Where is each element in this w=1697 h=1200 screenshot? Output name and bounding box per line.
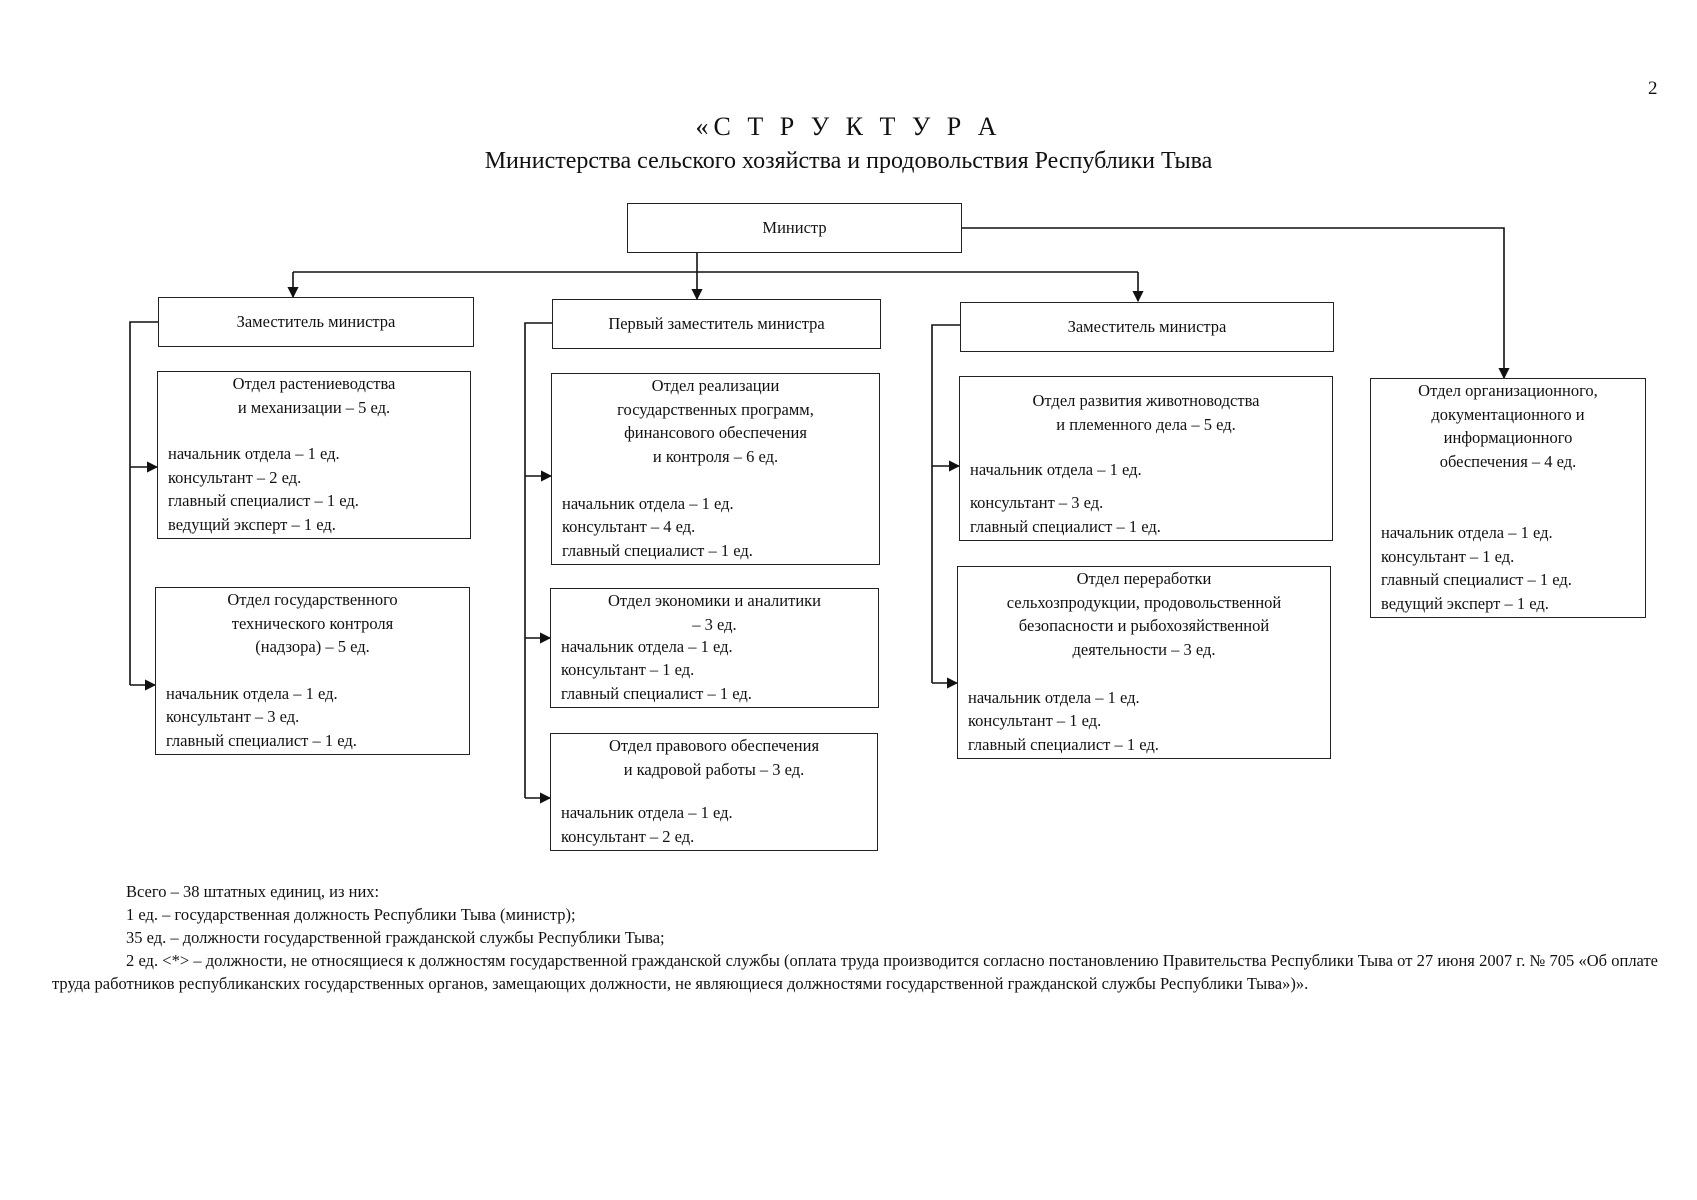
dept-tech-item: консультант – 3 ед. xyxy=(166,707,300,726)
page-title: «С Т Р У К Т У Р А xyxy=(695,112,1002,141)
dept-plant-item: главный специалист – 1 ед. xyxy=(168,491,359,510)
arrow-dept-org xyxy=(962,227,1510,380)
dept-livestock-item: консультант – 3 ед. xyxy=(970,493,1104,512)
staff-line: 2 ед. <*> – должности, не относящиеся к … xyxy=(52,951,1658,993)
dept-programs-item: консультант – 4 ед. xyxy=(562,517,696,536)
dept-processing-title: Отдел переработки сельхозпродукции, прод… xyxy=(1006,569,1282,659)
dept-legal-item: начальник отдела – 1 ед. xyxy=(561,803,733,822)
dept-economics-box: Отдел экономики и аналитики – 3 ед. нача… xyxy=(550,588,879,708)
deputy-left-box: Заместитель министра xyxy=(158,297,474,347)
dept-plant-item: начальник отдела – 1 ед. xyxy=(168,444,340,463)
dept-org-item: главный специалист – 1 ед. xyxy=(1381,570,1572,589)
dept-plant-box: Отдел растениеводства и механизации – 5 … xyxy=(157,371,471,539)
dept-tech-item: начальник отдела – 1 ед. xyxy=(166,683,338,703)
minister-box: Министр xyxy=(627,203,962,253)
minister-label: Министр xyxy=(762,218,827,238)
dept-economics-item: консультант – 1 ед. xyxy=(561,660,695,679)
dept-plant-item: ведущий эксперт – 1 ед. xyxy=(168,514,336,534)
dept-tech-title: Отдел государственного технического конт… xyxy=(227,590,398,656)
dept-livestock-item: начальник отдела – 1 ед. xyxy=(970,459,1142,479)
dept-org-item: ведущий эксперт – 1 ед. xyxy=(1381,593,1549,613)
dept-livestock-item: главный специалист – 1 ед. xyxy=(970,516,1161,536)
dept-tech-box: Отдел государственного технического конт… xyxy=(155,587,470,755)
dept-legal-item: консультант – 2 ед. xyxy=(561,826,695,846)
deputy-left-label: Заместитель министра xyxy=(236,312,396,332)
dept-programs-item: начальник отдела – 1 ед. xyxy=(562,493,734,513)
dept-economics-item: начальник отдела – 1 ед. xyxy=(561,636,733,656)
deputy-right-label: Заместитель министра xyxy=(1067,317,1227,337)
dept-processing-item: консультант – 1 ед. xyxy=(968,711,1102,730)
page-number: 2 xyxy=(1648,78,1658,99)
dept-programs-box: Отдел реализации государственных програм… xyxy=(551,373,880,565)
page-subtitle: Министерства сельского хозяйства и продо… xyxy=(484,148,1213,174)
dept-plant-item: консультант – 2 ед. xyxy=(168,467,302,487)
dept-tech-item: главный специалист – 1 ед. xyxy=(166,730,357,750)
dept-processing-box: Отдел переработки сельхозпродукции, прод… xyxy=(957,566,1331,759)
dept-economics-item: главный специалист – 1 ед. xyxy=(561,683,752,703)
dept-livestock-title: Отдел развития животноводства и племенно… xyxy=(1032,391,1260,434)
dept-org-box: Отдел организационного, документационног… xyxy=(1370,378,1646,618)
dept-livestock-box: Отдел развития животноводства и племенно… xyxy=(959,376,1333,541)
dept-legal-box: Отдел правового обеспечения и кадровой р… xyxy=(550,733,878,851)
dept-programs-title: Отдел реализации государственных програм… xyxy=(617,376,814,466)
dept-legal-title: Отдел правового обеспечения и кадровой р… xyxy=(608,736,820,779)
dept-org-title: Отдел организационного, документационног… xyxy=(1418,381,1598,471)
first-deputy-label: Первый заместитель министра xyxy=(608,314,825,334)
staff-total: Всего – 38 штатных единиц, из них: xyxy=(126,882,380,901)
dept-plant-title: Отдел растениеводства и механизации – 5 … xyxy=(232,374,396,417)
dept-processing-item: начальник отдела – 1 ед. xyxy=(968,687,1140,707)
staff-line: 35 ед. – должности государственной гражд… xyxy=(126,928,665,947)
dept-programs-item: главный специалист – 1 ед. xyxy=(562,540,753,560)
staff-summary: Всего – 38 штатных единиц, из них: 1 ед.… xyxy=(52,880,1658,995)
dept-org-item: консультант – 1 ед. xyxy=(1381,546,1515,566)
dept-processing-item: главный специалист – 1 ед. xyxy=(968,734,1159,754)
first-deputy-box: Первый заместитель министра xyxy=(552,299,881,349)
dept-org-item: начальник отдела – 1 ед. xyxy=(1381,523,1553,542)
dept-economics-title: Отдел экономики и аналитики – 3 ед. xyxy=(607,591,822,634)
staff-line: 1 ед. – государственная должность Респуб… xyxy=(126,905,576,924)
deputy-right-box: Заместитель министра xyxy=(960,302,1334,352)
